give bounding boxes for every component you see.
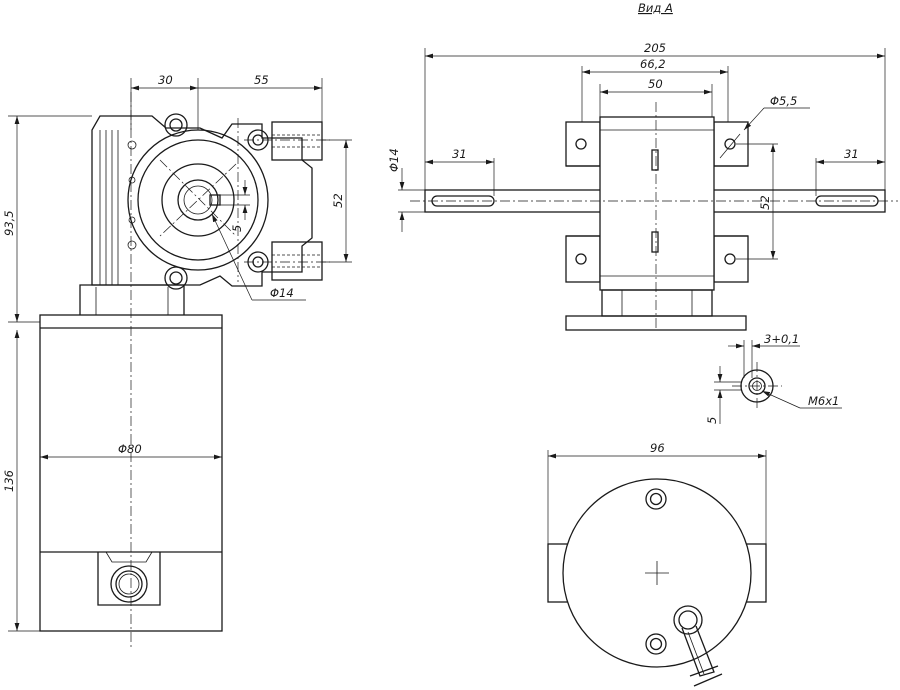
dim-66-2: 66,2 — [640, 57, 666, 71]
dim-136: 136 — [2, 470, 16, 492]
cable-gland — [97, 551, 161, 606]
dim-key-depth: 5 — [705, 417, 719, 424]
dim-50: 50 — [648, 77, 663, 91]
dim-31-left: 31 — [452, 147, 467, 161]
view-a-title: Вид А — [638, 1, 673, 15]
dim-5-key: 5 — [230, 225, 244, 232]
dim-96: 96 — [650, 441, 665, 455]
dim-phi14-vertical: Φ14 — [387, 148, 401, 172]
dim-52-side: 52 — [331, 193, 345, 208]
shaft-end-detail: 3+0,1 5 M6x1 — [705, 332, 842, 424]
view-a: Вид А 205 — [387, 1, 898, 331]
dim-phi5-5: Φ5,5 — [770, 94, 797, 108]
gearbox-housing — [91, 115, 313, 287]
dim-30: 30 — [158, 73, 173, 87]
dim-phi80: Φ80 — [118, 442, 142, 456]
dim-key-width: 3+0,1 — [764, 332, 799, 346]
thread-label: M6x1 — [808, 394, 839, 408]
dim-phi14-shaft: Φ14 — [270, 286, 294, 300]
dim-205: 205 — [644, 41, 666, 55]
dim-93-5: 93,5 — [2, 210, 16, 236]
motor-end-view: 96 — [547, 441, 767, 687]
side-view: 30 55 93,5 136 52 5 Φ14 Φ80 — [2, 73, 352, 650]
dim-31-right: 31 — [844, 147, 859, 161]
dim-55: 55 — [254, 73, 269, 87]
dim-52-front: 52 — [758, 195, 772, 210]
